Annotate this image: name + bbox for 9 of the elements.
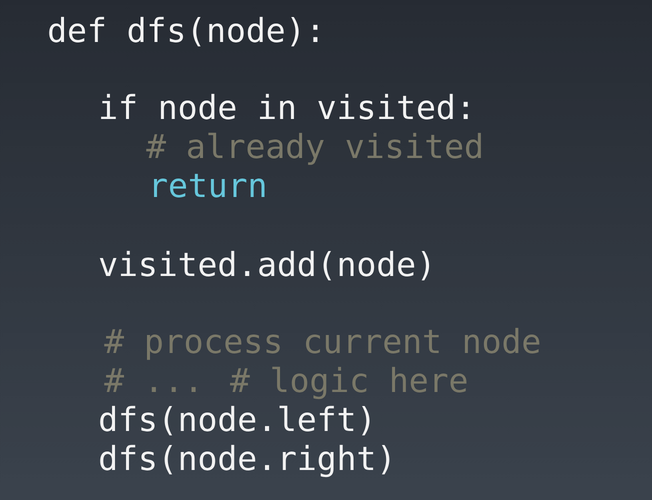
code-line: dfs(node.right) (100, 444, 390, 478)
code-comment: # already visited (146, 132, 481, 165)
code-line: dfs(node.left) (100, 406, 370, 436)
code-line: visited.add(node) (100, 250, 430, 280)
code-comment: # ... # logic here (104, 366, 466, 400)
code-line: if node in visited: (101, 94, 468, 120)
code-comment: # process current node (104, 328, 540, 360)
code-line: return (154, 174, 264, 198)
code-line: def dfs(node): (49, 16, 318, 46)
